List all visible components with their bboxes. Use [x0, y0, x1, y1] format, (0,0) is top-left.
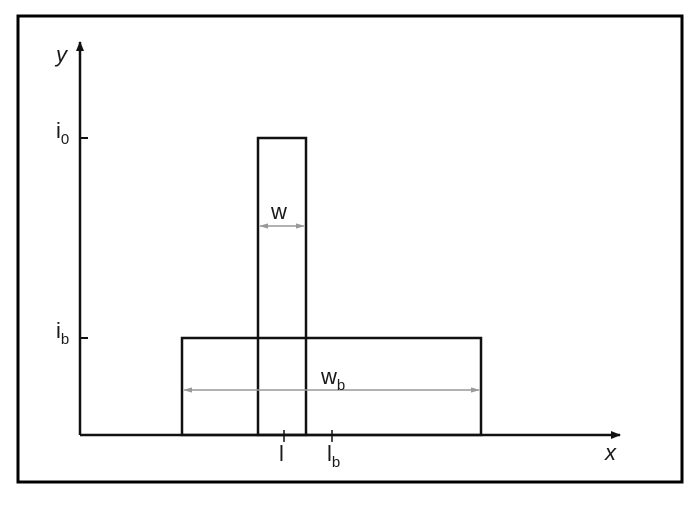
x-axis-label: x: [604, 440, 617, 465]
outer-border: [16, 14, 684, 484]
background-width-label: wb: [320, 364, 345, 394]
peak-rectangle: [256, 136, 308, 437]
peak-width-label: w: [270, 199, 287, 224]
peak-position-label: l: [279, 441, 284, 466]
y-axis-label: y: [54, 42, 69, 67]
background-level-label: ib: [56, 318, 69, 348]
peak-level-label: i0: [56, 118, 69, 148]
background-position-label: lb: [327, 441, 340, 471]
